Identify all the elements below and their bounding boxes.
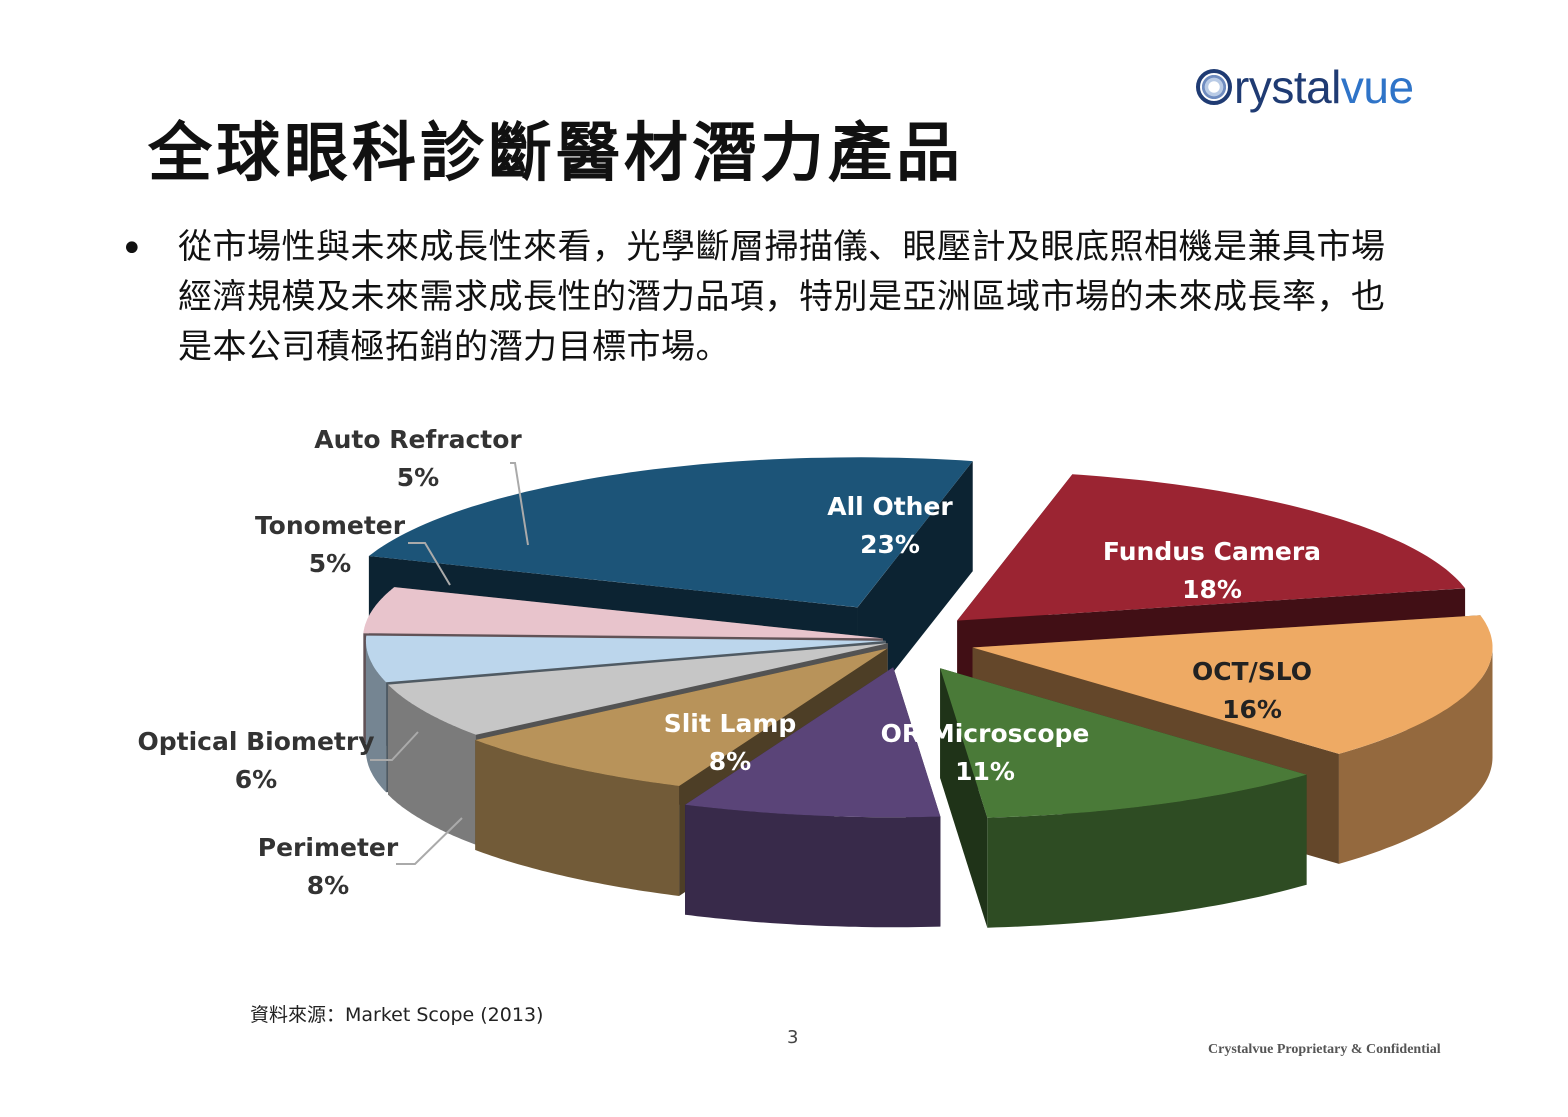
- slice-name: Auto Refractor: [314, 425, 522, 454]
- leader-line: [408, 542, 451, 586]
- pie-slice-or-microscope: [940, 668, 1307, 928]
- slice-name: OR Microscope: [881, 719, 1090, 748]
- data-label-slit-lamp: Slit Lamp 8%: [664, 709, 797, 776]
- slice-name: Perimeter: [258, 833, 399, 862]
- company-logo: rystalvue: [1196, 52, 1414, 122]
- slice-percent: 5%: [309, 549, 351, 578]
- slice-percent: 5%: [397, 463, 439, 492]
- slice-name: Fundus Camera: [1103, 537, 1321, 566]
- slice-percent: 16%: [1222, 695, 1282, 724]
- page-number: 3: [787, 1027, 799, 1048]
- slice-percent: 11%: [955, 757, 1015, 786]
- slide-title: 全球眼科診斷醫材潛力產品: [148, 116, 964, 191]
- leader-line: [510, 462, 529, 546]
- leader-line: [370, 731, 419, 761]
- body-paragraph: 從市場性與未來成長性來看，光學斷層掃描儀、眼壓計及眼底照相機是兼具市場經濟規模及…: [178, 227, 1386, 367]
- pie-slice-slit-lamp: [685, 667, 941, 928]
- crystal-logo-icon: [1196, 69, 1232, 105]
- data-label-all-other: All Other 23%: [827, 492, 953, 559]
- data-label-oct-slo: OCT/SLO 16%: [1192, 657, 1312, 724]
- data-source: 資料來源：Market Scope (2013): [250, 1004, 544, 1026]
- slice-percent: 8%: [709, 747, 751, 776]
- slice-percent: 18%: [1182, 575, 1242, 604]
- leader-line: [396, 817, 463, 865]
- data-label-perimeter: Perimeter 8%: [258, 817, 463, 900]
- slice-name: Tonometer: [255, 511, 406, 540]
- slice-percent: 23%: [860, 530, 920, 559]
- slice-name: Slit Lamp: [664, 709, 797, 738]
- slice-name: OCT/SLO: [1192, 657, 1312, 686]
- data-label-fundus-camera: Fundus Camera 18%: [1103, 537, 1321, 604]
- data-label-or-microscope: OR Microscope 11%: [881, 719, 1090, 786]
- footer-confidential: Crystalvue Proprietary & Confidential: [1208, 1042, 1441, 1057]
- slice-percent: 6%: [235, 765, 277, 794]
- logo-text: rystalvue: [1234, 61, 1414, 113]
- slice-name: Optical Biometry: [137, 727, 374, 756]
- data-label-optical-biometry: Optical Biometry 6%: [137, 727, 419, 794]
- data-label-tonometer: Tonometer 5%: [255, 511, 451, 586]
- data-label-auto-refractor: Auto Refractor 5%: [314, 425, 529, 546]
- slice-name: All Other: [827, 492, 953, 521]
- slice-percent: 8%: [307, 871, 349, 900]
- bullet-icon: •: [120, 226, 144, 272]
